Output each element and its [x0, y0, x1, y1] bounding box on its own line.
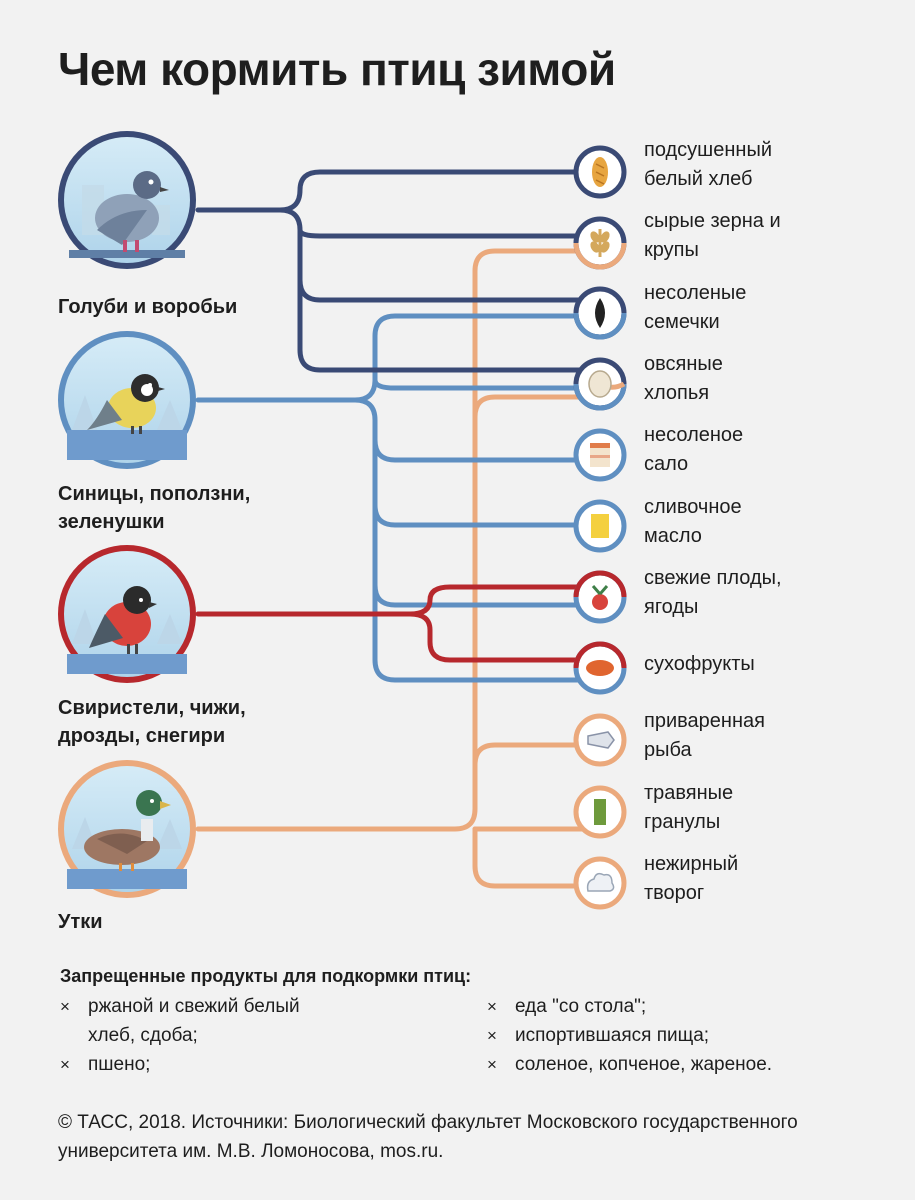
food-label-bread: подсушенный белый хлеб: [644, 139, 772, 190]
forbidden-title: Запрещенные продукты для подкормки птиц:: [60, 966, 472, 986]
bird-food-diagram: [58, 131, 627, 910]
cross-icon: ×: [487, 1026, 497, 1045]
grain-icon: [590, 229, 610, 257]
duck-icon: [84, 790, 171, 871]
pigeon-connections: [195, 169, 597, 373]
cross-icon: ×: [487, 1055, 497, 1074]
berries-icon: [591, 585, 609, 610]
bird-label-ducks: Утки: [58, 911, 103, 933]
bird-pigeon: [58, 131, 196, 269]
forbidden-item: × ржаной и свежий белый хлеб, сдоба;: [60, 992, 338, 1050]
duck-connections: [195, 248, 597, 889]
bird-duck: [58, 760, 196, 898]
fish-icon: [587, 731, 615, 749]
food-dried-fruit: [573, 641, 627, 695]
source-footer: © ТАСС, 2018. Источники: Биологический ф…: [58, 1112, 798, 1162]
cross-icon: ×: [487, 997, 497, 1016]
pigeon-icon: [95, 171, 169, 252]
bullfinch-connections: [195, 584, 597, 663]
food-pellets: [573, 785, 627, 839]
food-cottage-cheese: [573, 856, 627, 910]
cross-icon: ×: [60, 997, 70, 1016]
food-label-butter: сливочное масло: [644, 496, 742, 547]
forbidden-item: × еда "со стола";: [487, 992, 647, 1021]
food-label-berries: свежие плоды, ягоды: [644, 567, 782, 618]
cottage-cheese-icon: [586, 872, 615, 892]
dried-fruit-icon: [586, 660, 614, 676]
food-label-seeds: несоленые семечки: [644, 282, 747, 333]
food-grain: [573, 216, 627, 270]
forbidden-item-text: пшено;: [88, 1054, 151, 1075]
food-label-pellets: травяные гранулы: [644, 782, 734, 833]
food-butter: [573, 499, 627, 553]
cross-icon: ×: [60, 1055, 70, 1074]
food-bread: [573, 145, 627, 199]
forbidden-item: × испортившаяся пища;: [487, 1021, 710, 1050]
bird-label-pigeons: Голуби и воробьи: [58, 296, 238, 318]
food-berries: [573, 570, 627, 624]
butter-icon: [591, 514, 609, 538]
oat-flakes-icon: [588, 370, 612, 398]
sunflower-seed-icon: [595, 298, 605, 328]
forbidden-item-text: соленое, копченое, жареное.: [515, 1054, 773, 1075]
forbidden-item-text: еда "со стола";: [515, 996, 647, 1017]
bird-tit: [58, 331, 196, 469]
food-label-oats: овсяные хлопья: [644, 353, 723, 404]
food-label-grain: сырые зерна и крупы: [644, 210, 781, 261]
food-fish: [573, 713, 627, 767]
lard-icon: [590, 443, 610, 467]
food-lard: [573, 428, 627, 482]
food-label-lard: несоленое сало: [644, 424, 744, 475]
forbidden-item-text: испортившаяся пища;: [515, 1025, 710, 1046]
bird-label-tits: Синицы, поползни, зеленушки: [58, 483, 251, 533]
page-title: Чем кормить птиц зимой: [58, 43, 616, 95]
food-label-dried-fruit: сухофрукты: [644, 653, 755, 675]
food-seeds: [573, 286, 627, 340]
forbidden-item-text: ржаной и свежий белый хлеб, сдоба;: [88, 996, 300, 1046]
forbidden-item: × соленое, копченое, жареное.: [487, 1050, 773, 1079]
food-label-fish: приваренная рыба: [644, 710, 765, 761]
forbidden-item: × пшено;: [60, 1050, 151, 1079]
tit-icon: [87, 374, 165, 434]
bullfinch-icon: [89, 586, 157, 654]
tit-connections: [195, 313, 597, 683]
food-icons: [573, 145, 627, 910]
bread-icon: [592, 157, 608, 187]
bird-label-bullfinches: Свиристели, чижи, дрозды, снегири: [58, 697, 246, 747]
bird-bullfinch: [58, 545, 196, 683]
herbal-pellets-icon: [594, 799, 606, 825]
food-oats: [573, 357, 627, 411]
food-label-cottage-cheese: нежирный творог: [644, 853, 739, 904]
